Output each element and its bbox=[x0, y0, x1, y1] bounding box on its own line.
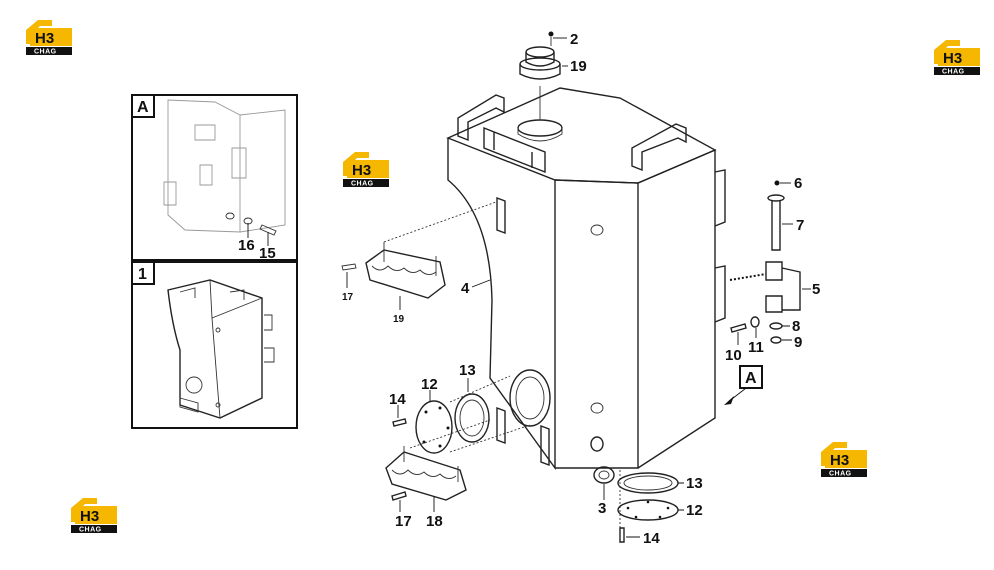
callout-10: 10 bbox=[725, 347, 742, 364]
callout-4: 4 bbox=[461, 280, 470, 297]
watermark-logo bbox=[343, 152, 389, 188]
callout-13-b: 13 bbox=[686, 475, 703, 492]
callout-5: 5 bbox=[812, 281, 820, 298]
callout-9: 9 bbox=[794, 334, 802, 351]
callout-2: 2 bbox=[570, 31, 578, 48]
callout-18: 18 bbox=[426, 513, 443, 530]
port-cover-left: 14 12 13 bbox=[389, 362, 531, 454]
callout-3: 3 bbox=[598, 500, 606, 517]
inset-view-a: A 16 15 bbox=[131, 94, 298, 262]
svg-text:A: A bbox=[745, 370, 757, 387]
callout-19-top: 19 bbox=[570, 58, 587, 75]
step-19: 17 19 4 bbox=[341, 201, 497, 325]
callout-19-b: 19 bbox=[393, 314, 405, 325]
callout-13-a: 13 bbox=[459, 362, 476, 379]
callout-7: 7 bbox=[796, 217, 804, 234]
watermark-logo bbox=[71, 498, 117, 534]
drain-cover-bottom: 3 13 12 14 bbox=[593, 466, 703, 547]
step-18: 17 18 bbox=[385, 419, 491, 530]
view-a-marker: A bbox=[739, 365, 763, 389]
callout-12-a: 12 bbox=[421, 376, 438, 393]
watermark-logo bbox=[821, 442, 867, 478]
callout-11: 11 bbox=[748, 339, 764, 356]
inset-view-1: 1 bbox=[131, 261, 298, 429]
callout-16: 16 bbox=[238, 237, 255, 254]
inset-a-letter: A bbox=[137, 99, 149, 116]
callout-12-b: 12 bbox=[686, 502, 703, 519]
callout-8: 8 bbox=[792, 318, 800, 335]
callout-14-a: 14 bbox=[389, 391, 406, 408]
watermark-logo bbox=[934, 40, 980, 76]
callout-14-b: 14 bbox=[643, 530, 660, 547]
watermark-logo bbox=[26, 20, 72, 56]
callout-6: 6 bbox=[794, 175, 802, 192]
callout-15: 15 bbox=[259, 245, 276, 262]
callout-17-b: 17 bbox=[395, 513, 412, 530]
hydraulic-tank bbox=[446, 87, 751, 471]
callout-17-a: 17 bbox=[342, 292, 354, 303]
hinge-assembly: 6 7 5 8 9 10 11 bbox=[725, 175, 820, 364]
breather-filter: 2 19 bbox=[519, 31, 587, 120]
inset-1-letter: 1 bbox=[138, 266, 147, 283]
